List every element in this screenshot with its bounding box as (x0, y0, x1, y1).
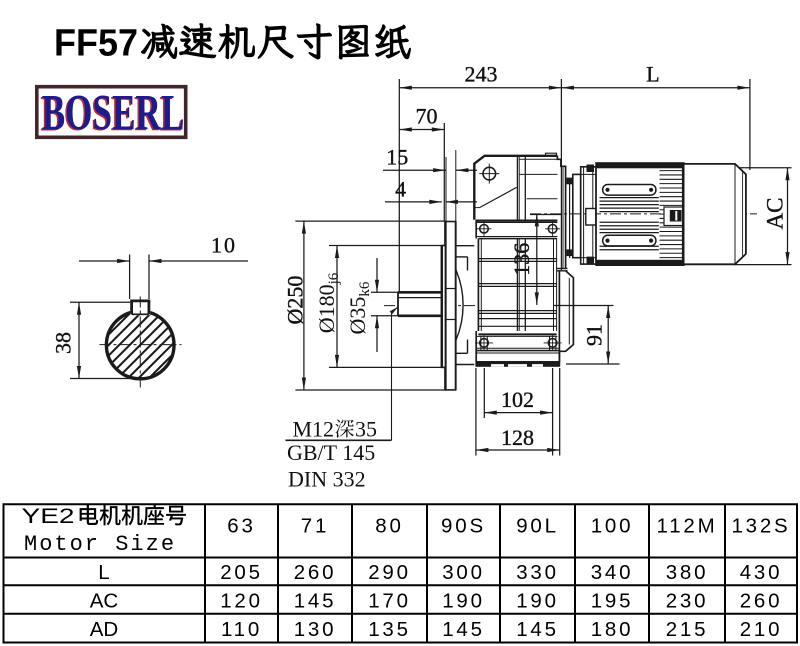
svg-text:145: 145 (442, 618, 485, 641)
svg-text:15: 15 (386, 145, 408, 170)
svg-text:145: 145 (516, 618, 559, 641)
svg-text:110: 110 (221, 618, 262, 641)
svg-text:300: 300 (442, 561, 485, 584)
svg-text:35: 35 (355, 417, 377, 442)
svg-text:Motor Size: Motor Size (24, 532, 176, 557)
svg-text:215: 215 (666, 618, 709, 641)
svg-text:170: 170 (368, 590, 411, 613)
svg-text:190: 190 (442, 590, 485, 613)
svg-text:38: 38 (51, 332, 76, 354)
svg-text:YE2: YE2 (22, 505, 75, 528)
svg-text:135: 135 (368, 618, 411, 641)
svg-text:290: 290 (368, 561, 411, 584)
svg-text:M12: M12 (293, 417, 335, 442)
svg-text:FF57: FF57 (54, 23, 138, 65)
svg-text:4: 4 (395, 177, 406, 202)
svg-text:Ø35k6: Ø35k6 (345, 281, 373, 334)
svg-text:380: 380 (666, 561, 709, 584)
svg-text:180: 180 (591, 618, 634, 641)
svg-text:243: 243 (465, 62, 498, 87)
svg-text:80: 80 (375, 515, 403, 538)
svg-text:AD: AD (90, 618, 118, 641)
svg-text:340: 340 (591, 561, 634, 584)
svg-text:102: 102 (501, 387, 534, 412)
svg-text:100: 100 (591, 515, 634, 538)
svg-text:AC: AC (90, 590, 119, 613)
svg-text:Ø250: Ø250 (283, 276, 308, 325)
svg-text:DIN 332: DIN 332 (288, 467, 366, 492)
svg-text:128: 128 (501, 425, 534, 450)
svg-text:136: 136 (509, 243, 534, 276)
svg-text:71: 71 (301, 515, 329, 538)
svg-text:10: 10 (211, 233, 237, 258)
svg-text:430: 430 (740, 561, 783, 584)
svg-text:GB/T 145: GB/T 145 (287, 440, 375, 465)
svg-text:132S: 132S (731, 515, 790, 538)
svg-text:190: 190 (516, 590, 559, 613)
svg-text:63: 63 (227, 515, 255, 538)
svg-text:145: 145 (294, 590, 337, 613)
svg-text:L: L (646, 62, 659, 87)
svg-text:210: 210 (740, 618, 783, 641)
svg-text:205: 205 (220, 561, 263, 584)
svg-text:91: 91 (581, 324, 606, 346)
svg-text:260: 260 (740, 590, 783, 613)
svg-text:195: 195 (591, 590, 634, 613)
svg-text:BOSERL: BOSERL (42, 85, 185, 141)
svg-text:230: 230 (666, 590, 709, 613)
svg-text:BOSERL: BOSERL (40, 86, 183, 142)
svg-text:90S: 90S (441, 515, 486, 538)
svg-text:260: 260 (294, 561, 337, 584)
svg-text:AC: AC (762, 198, 787, 230)
svg-text:120: 120 (220, 590, 263, 613)
svg-text:70: 70 (416, 103, 438, 128)
svg-text:L: L (98, 561, 109, 584)
svg-text:90L: 90L (516, 515, 559, 538)
svg-text:330: 330 (516, 561, 559, 584)
svg-text:130: 130 (294, 618, 337, 641)
svg-text:112M: 112M (657, 515, 718, 538)
